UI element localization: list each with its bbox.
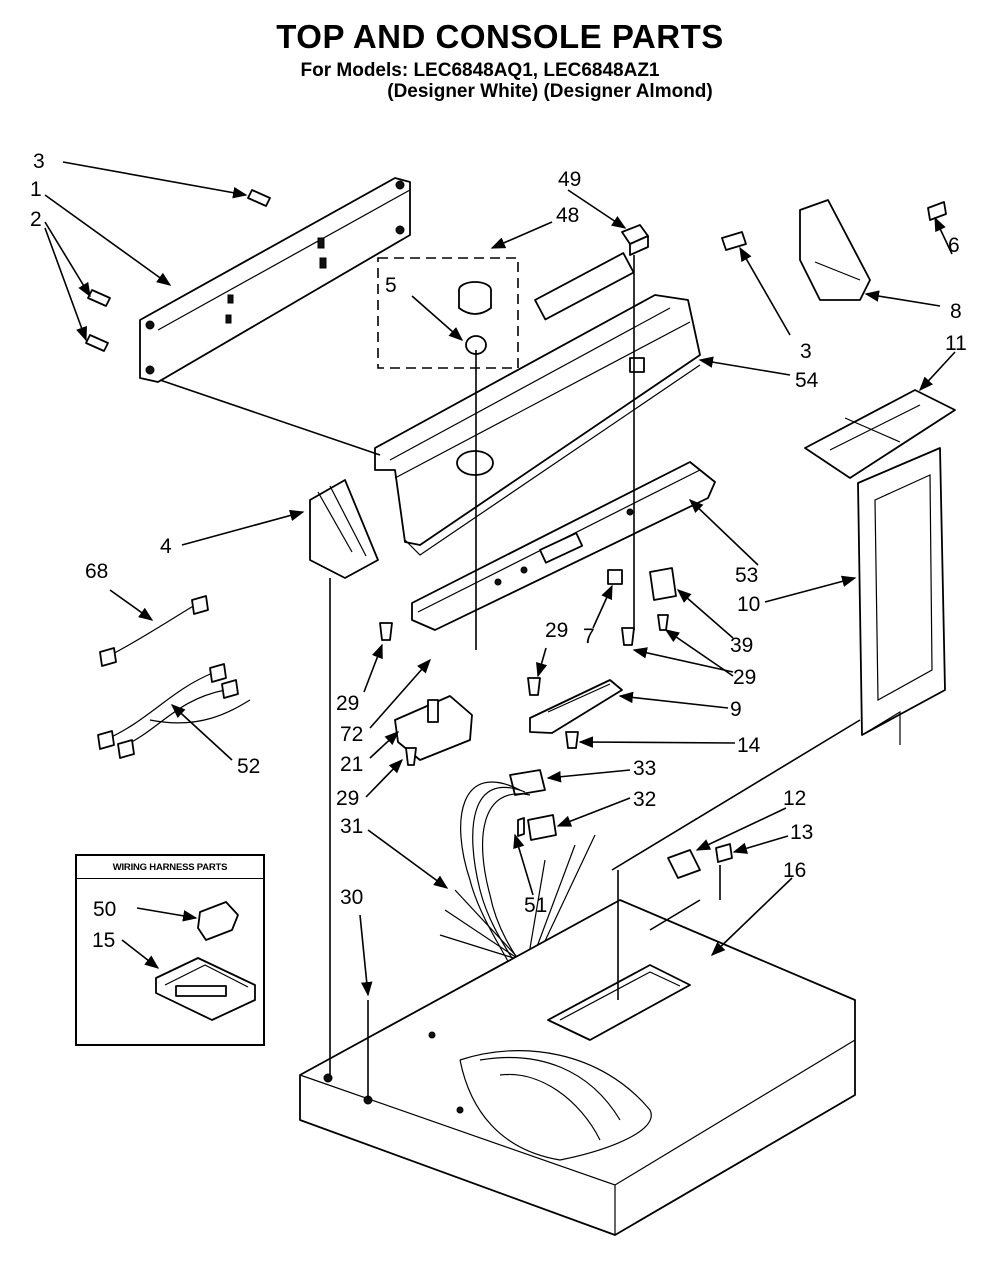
callout-12: 12 <box>783 787 806 810</box>
legend-title: WIRING HARNESS PARTS <box>112 862 228 873</box>
callout-13: 13 <box>790 821 813 844</box>
callout-30: 30 <box>340 886 363 909</box>
callout-9: 9 <box>730 698 742 721</box>
callout-29b: 29 <box>733 666 756 689</box>
push-button-part <box>621 224 649 256</box>
diagram-title: TOP AND CONSOLE PARTS <box>276 18 724 55</box>
callout-14: 14 <box>737 734 761 757</box>
models-line: For Models: LEC6848AQ1, LEC6848AZ1 <box>300 60 660 81</box>
callout-51: 51 <box>524 894 547 917</box>
callout-1: 1 <box>30 178 42 201</box>
callout-16: 16 <box>783 859 806 882</box>
variants-line: (Designer White) (Designer Almond) <box>387 81 713 102</box>
callout-49: 49 <box>558 168 581 191</box>
callout-29c: 29 <box>336 692 359 715</box>
legend-divider <box>77 878 263 879</box>
end-cap-part <box>309 479 379 579</box>
callout-52: 52 <box>237 755 260 778</box>
callout-29a: 29 <box>545 619 568 642</box>
callout-21: 21 <box>340 753 363 776</box>
callout-32: 32 <box>633 788 656 811</box>
side-frame-part <box>857 447 946 745</box>
clip-parts <box>667 843 733 879</box>
callout-5: 5 <box>385 274 397 297</box>
callout-3b: 3 <box>800 340 812 363</box>
control-panel-frame <box>411 461 716 631</box>
callout-54: 54 <box>795 369 819 392</box>
leader-lines <box>44 161 956 1100</box>
callout-10: 10 <box>737 593 760 616</box>
access-panel-part <box>804 389 956 479</box>
callout-33: 33 <box>633 757 656 780</box>
jumper-harness-parts <box>97 595 251 759</box>
callout-8: 8 <box>950 300 962 323</box>
callout-68: 68 <box>85 560 108 583</box>
callout-53: 53 <box>735 564 758 587</box>
legend-parts <box>155 901 256 1021</box>
top-base-part <box>299 899 856 1236</box>
callout-6: 6 <box>948 234 960 257</box>
callout-39: 39 <box>730 634 753 657</box>
rear-bracket-part <box>139 177 411 383</box>
callout-48: 48 <box>556 204 579 227</box>
callout-72: 72 <box>340 723 363 746</box>
wiring-harness-legend: WIRING HARNESS PARTS <box>75 854 265 1046</box>
callout-3a: 3 <box>33 150 45 173</box>
callout-31: 31 <box>340 815 363 838</box>
callout-15: 15 <box>92 929 115 952</box>
callout-4: 4 <box>160 535 172 558</box>
callout-7: 7 <box>583 625 595 648</box>
callout-50: 50 <box>93 898 116 921</box>
screw-parts-29 <box>379 614 669 766</box>
end-bracket-part <box>721 199 947 301</box>
callout-2: 2 <box>30 208 42 231</box>
callout-29d: 29 <box>336 787 359 810</box>
callout-11: 11 <box>945 332 967 355</box>
timer-knob-assembly <box>377 257 519 369</box>
callout-labels: 3 1 2 49 48 5 6 8 3 54 11 4 53 10 7 39 2… <box>30 150 967 952</box>
